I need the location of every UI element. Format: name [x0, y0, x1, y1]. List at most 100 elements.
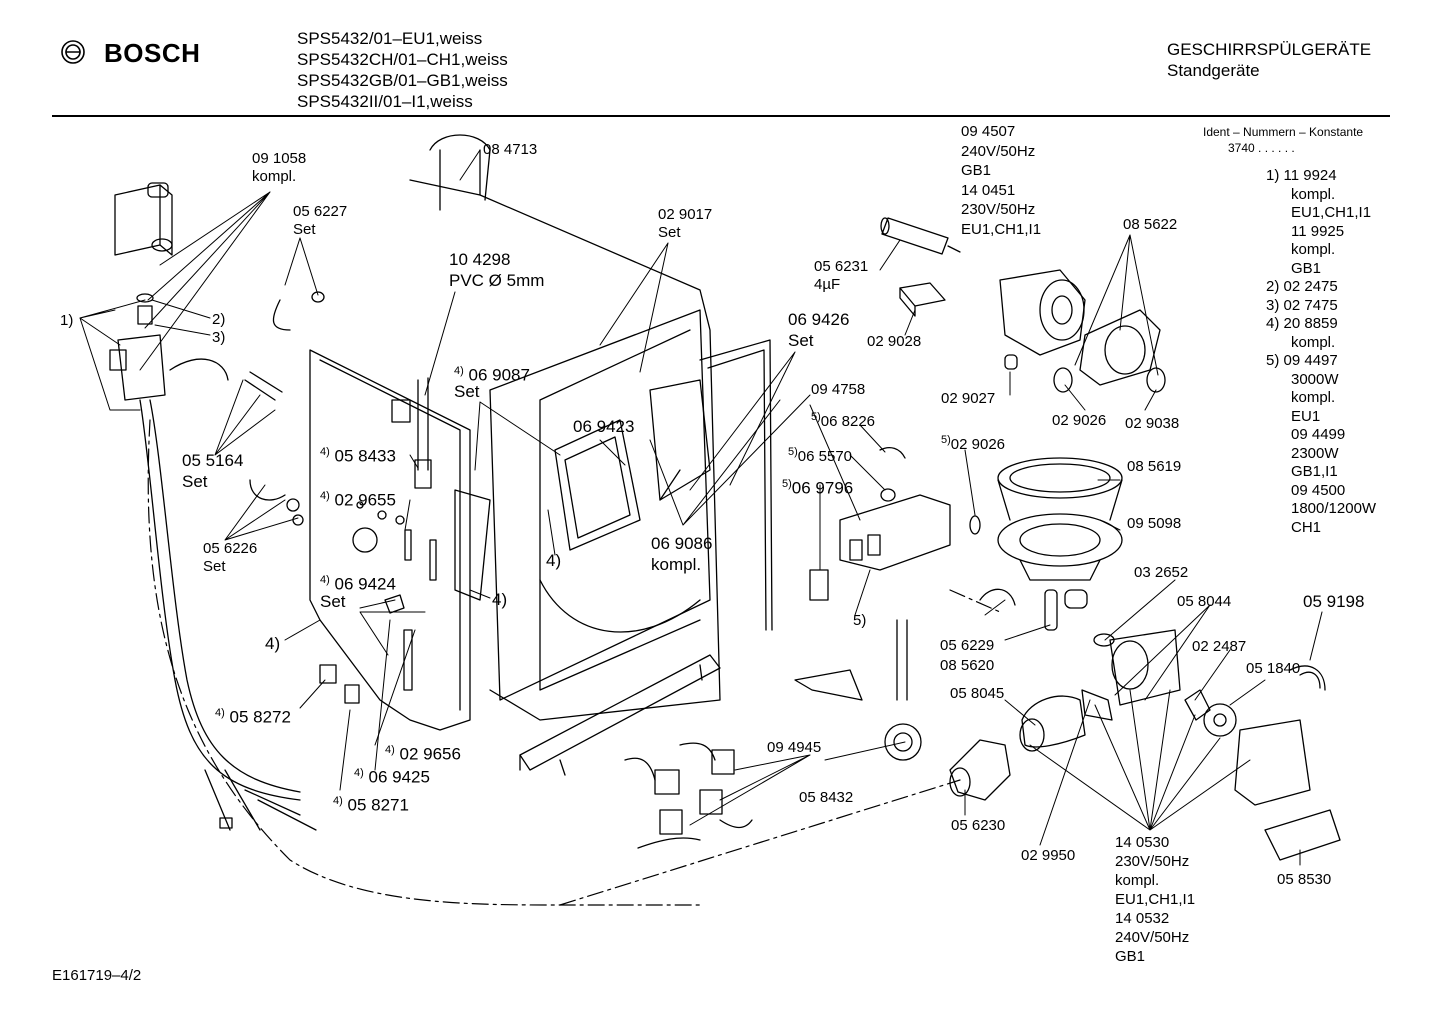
assembly-boundary-lines [147, 419, 1001, 906]
part-label: 240V/50Hz [961, 142, 1036, 160]
part-label: kompl. [651, 555, 702, 574]
part-label: 09 4945 [767, 739, 822, 756]
part-label: 06 9426 [788, 310, 850, 329]
footnote-line: kompl. [1291, 241, 1336, 258]
part-label: 09 1058 [252, 150, 307, 167]
part-label: 14 0451 [961, 181, 1016, 199]
cabinet-drawing [309, 134, 773, 776]
part-label: 05 6226 [203, 540, 258, 557]
part-label: 08 5622 [1123, 216, 1178, 233]
part-label: 02 2487 [1192, 638, 1247, 655]
part-label: EU1,CH1,I1 [961, 220, 1042, 238]
part-label: 08 4713 [483, 141, 538, 158]
part-label: 4) 02 9656 [385, 740, 461, 765]
footnote-line: GB1 [1291, 259, 1322, 277]
part-label-footnote: 5) [782, 478, 792, 490]
part-label: 02 9027 [941, 390, 996, 407]
ref-label: 3) [212, 329, 226, 346]
bosch-logo-icon [61, 40, 85, 64]
part-label: 4) 05 8433 [320, 442, 396, 467]
part-label: 4) 06 9424 [320, 570, 396, 595]
drain-hose-set-drawing [169, 291, 325, 526]
part-label-number: 02 9656 [399, 744, 461, 764]
ident-title: Ident – Nummern – Konstante [1203, 125, 1364, 139]
ref-label: 4) [492, 590, 508, 609]
part-label: 4) 05 8272 [215, 703, 291, 728]
part-label: 05 6230 [951, 817, 1006, 834]
drain-pump-drawing [949, 629, 1341, 861]
part-label-footnote: 4) [320, 446, 330, 458]
category-subtitle: Standgeräte [1167, 61, 1260, 80]
model-list: SPS5432/01–EU1,weiss SPS5432CH/01–CH1,we… [297, 28, 508, 112]
model-item: SPS5432II/01–I1,weiss [297, 92, 473, 111]
part-label-footnote: 4) [333, 795, 343, 807]
part-label: 230V/50Hz [1115, 853, 1190, 870]
part-label: 09 4507 [961, 123, 1016, 140]
footnote-line: 1) 11 9924 [1266, 167, 1337, 184]
part-label: 14 0532 [1115, 910, 1170, 927]
part-label-footnote: 4) [354, 767, 364, 779]
harness-connectors-drawing [624, 742, 753, 849]
part-label: 06 9423 [573, 417, 635, 436]
ref-label: 5) [853, 612, 867, 629]
part-label: 02 9028 [867, 333, 922, 350]
footnote-line: 2300W [1291, 444, 1339, 462]
part-label: 08 5620 [940, 657, 995, 674]
footnote-list: 1) 11 9924 kompl. EU1,CH1,I1 11 9925 kom… [1266, 167, 1376, 537]
model-item: SPS5432/01–EU1,weiss [297, 29, 483, 48]
part-label: 5)02 9026 [941, 431, 1005, 454]
part-label: Set [454, 382, 480, 401]
part-label: 05 1840 [1246, 660, 1301, 677]
part-label-footnote: 4) [454, 365, 464, 377]
part-label-number: 06 9087 [468, 365, 530, 385]
footnote-line: EU1 [1291, 407, 1321, 425]
model-item: SPS5432CH/01–CH1,weiss [297, 50, 508, 69]
part-label: 10 4298 [449, 250, 511, 269]
part-label-number: 05 8271 [347, 795, 409, 815]
footnote-line: 2) 02 2475 [1266, 278, 1338, 295]
footnote-line: EU1,CH1,I1 [1291, 204, 1372, 221]
footnote-line: 1800/1200W [1291, 500, 1377, 517]
part-label-footnote: 4) [320, 574, 330, 586]
footnote-line: 09 4499 [1291, 426, 1346, 443]
part-label: 4) 06 9425 [354, 763, 430, 788]
water-softener-parts-drawing [809, 447, 981, 601]
part-label: Set [182, 472, 208, 491]
part-label: 230V/50Hz [961, 201, 1036, 218]
footnote-line: kompl. [1291, 389, 1336, 406]
part-label-footnote: 4) [385, 744, 395, 756]
document-code: E161719–4/2 [52, 967, 142, 984]
part-label: Set [293, 221, 316, 238]
part-label: 5)06 8226 [811, 408, 875, 431]
part-label: 4) 02 9655 [320, 486, 396, 511]
part-label-number: 05 8433 [334, 446, 396, 466]
part-label: 03 2652 [1134, 564, 1189, 581]
relay-drawing [899, 282, 946, 317]
part-label: 14 0530 [1115, 834, 1170, 851]
brand-logo: BOSCH [104, 38, 201, 68]
sump-and-heater-drawing [979, 457, 1123, 631]
footnote-line: 09 4500 [1291, 481, 1346, 499]
footnote-line: 4) 20 8859 [1266, 315, 1338, 332]
part-label-number: 02 9026 [950, 436, 1006, 453]
circulation-pump-drawing [999, 269, 1166, 393]
footnote-line: GB1,I1 [1291, 463, 1338, 480]
part-label-number: 06 9424 [334, 574, 396, 594]
part-label: 06 9086 [651, 534, 713, 553]
part-label: 05 6229 [940, 637, 995, 654]
footnote-line: 11 9925 [1291, 222, 1345, 240]
part-label: 02 9038 [1125, 415, 1180, 432]
leader-lines [79, 149, 1323, 866]
part-label: EU1,CH1,I1 [1115, 891, 1196, 908]
part-label: 4µF [814, 276, 841, 293]
small-electrical-parts [319, 459, 432, 704]
part-label-footnote: 5) [811, 411, 821, 423]
category-title: GESCHIRRSPÜLGERÄTE [1167, 40, 1372, 59]
part-label: 09 5098 [1127, 515, 1182, 532]
inlet-valve-drawing [109, 182, 173, 401]
drain-pump-variants: 14 0530 230V/50Hz kompl. EU1,CH1,I1 14 0… [1115, 833, 1195, 966]
part-label: 05 8045 [950, 685, 1005, 702]
footnote-line: 5) 09 4497 [1266, 352, 1338, 369]
part-label: 4) 06 9087 [454, 361, 530, 386]
